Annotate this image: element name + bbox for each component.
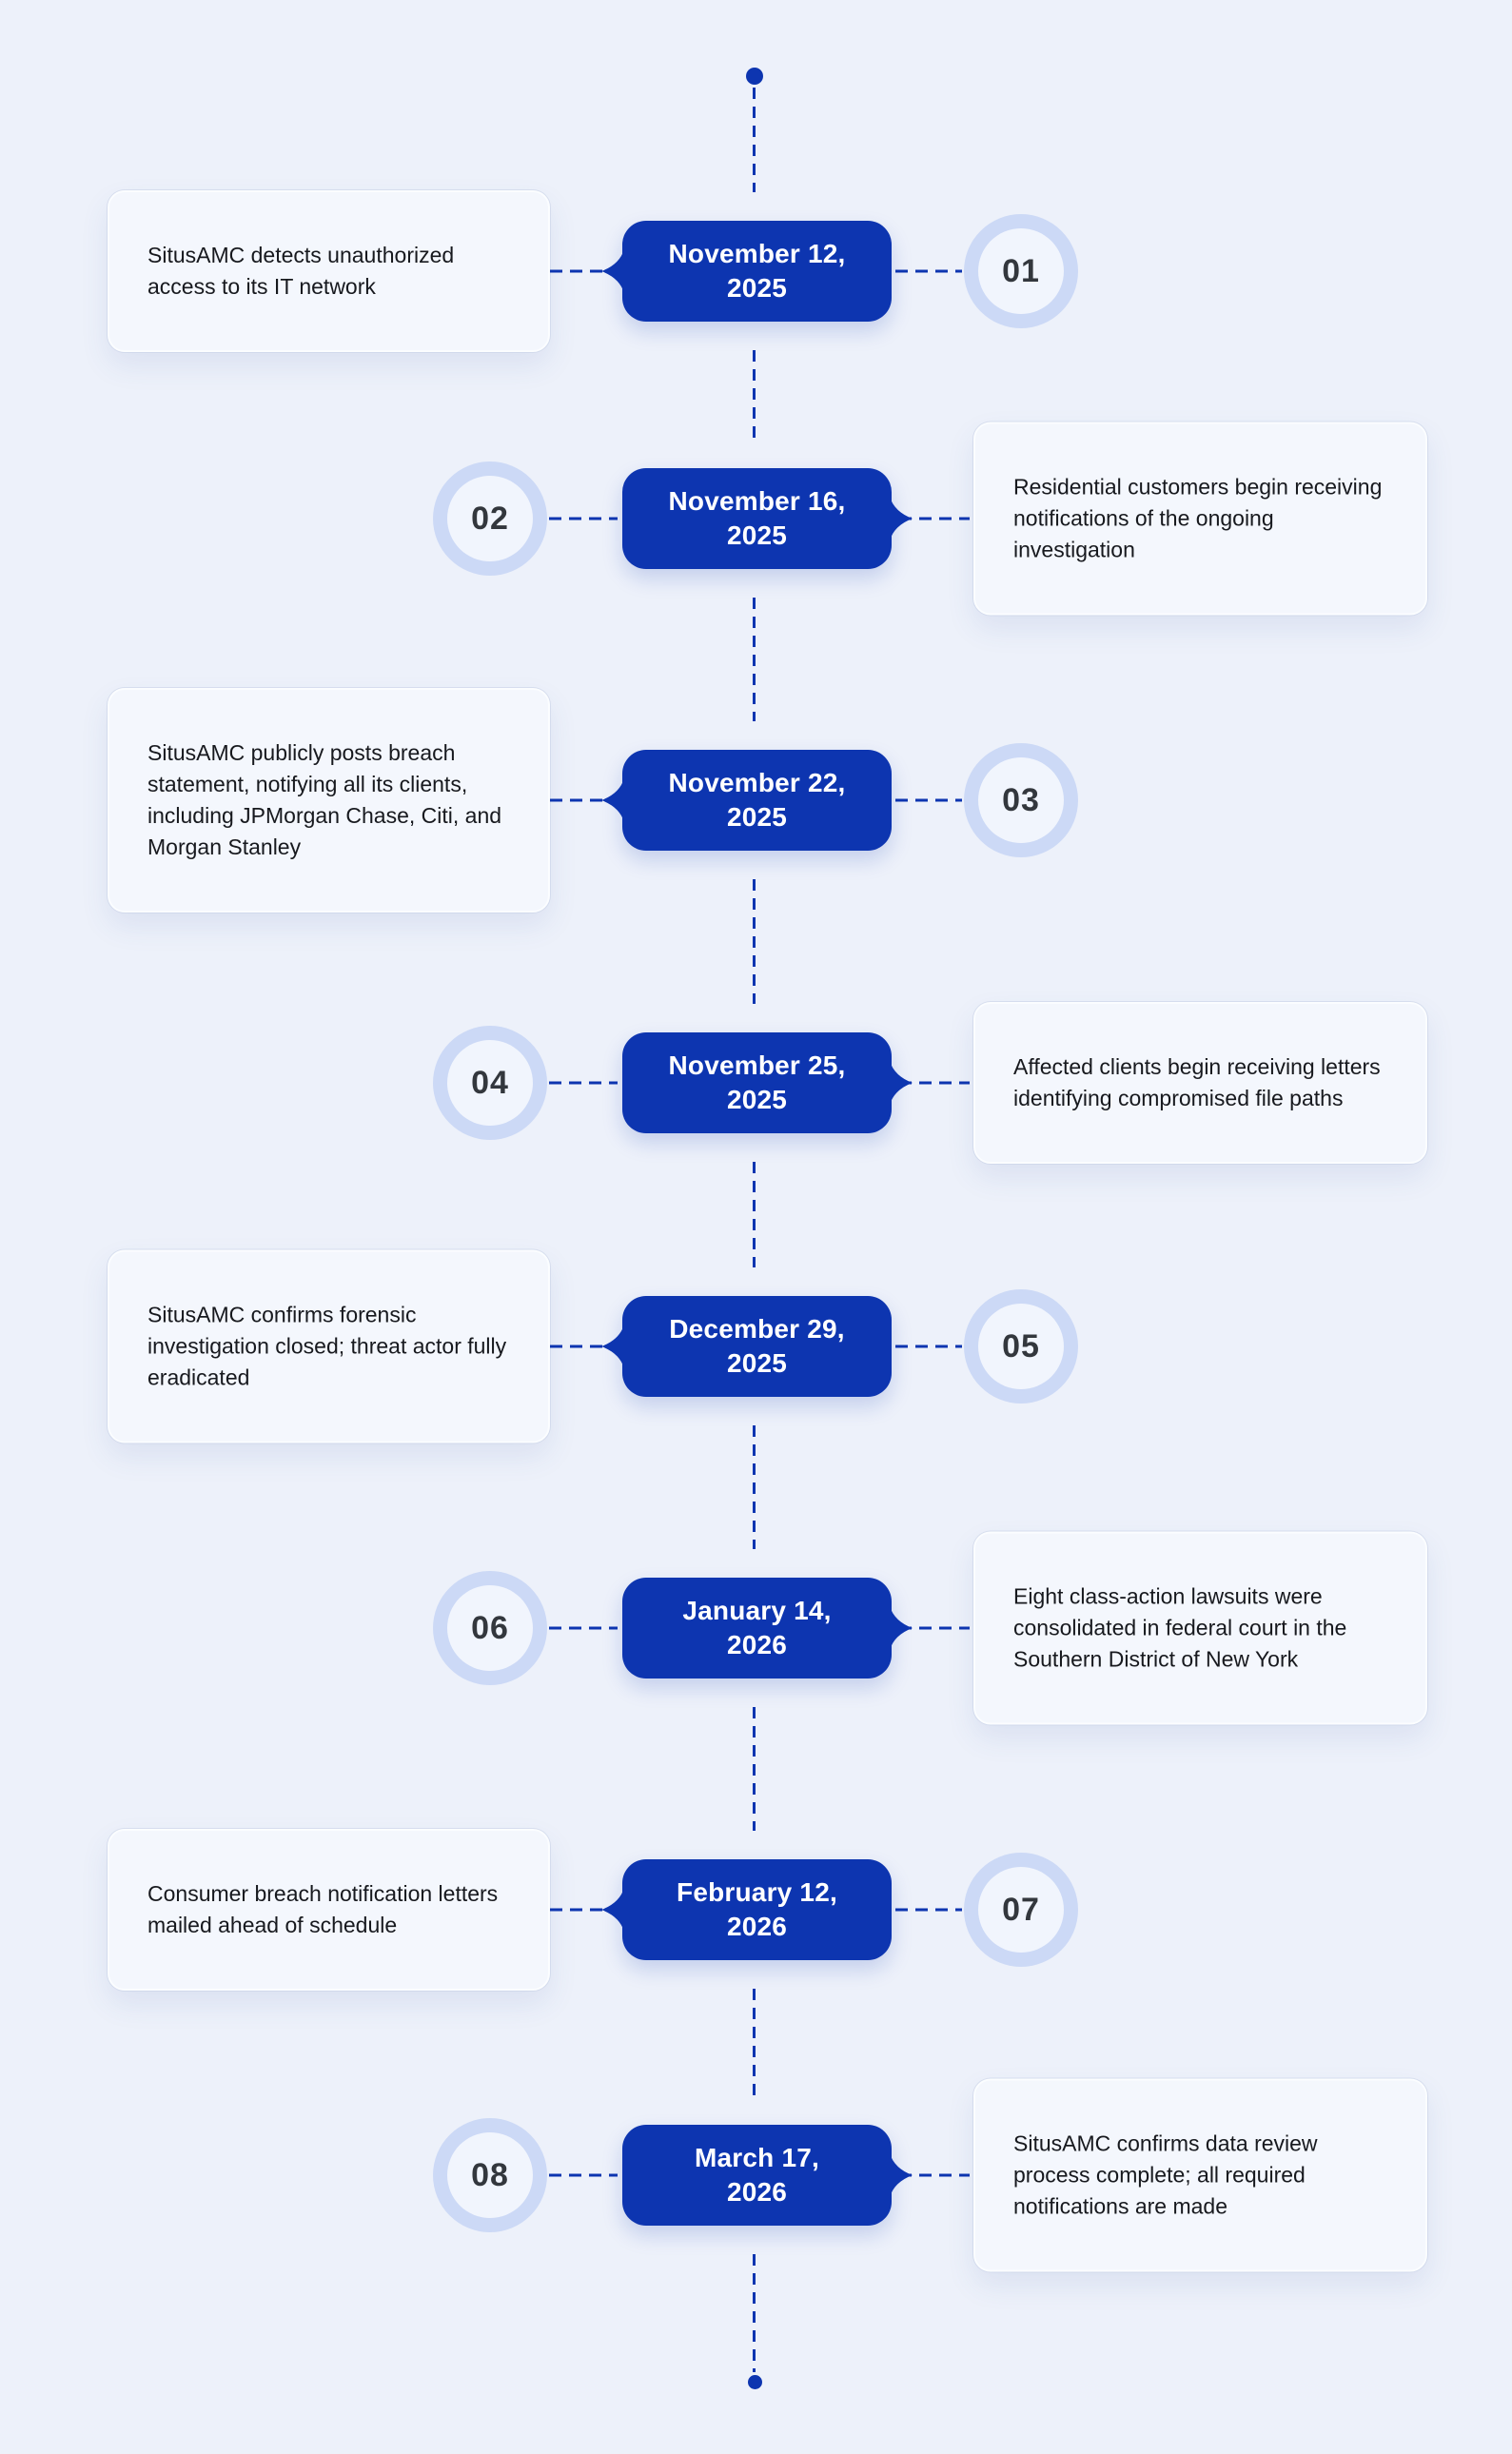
event-date-line1: December 29,: [669, 1314, 845, 1344]
connector-dash-line: [899, 1081, 970, 1085]
connector-dash-line: [549, 2173, 618, 2177]
pill-tail-icon: [601, 1888, 624, 1932]
step-number-inner: 06: [447, 1585, 533, 1671]
timeline-axis-segment: [753, 1425, 756, 1549]
timeline-axis-segment: [753, 2254, 756, 2372]
step-number-inner: 07: [978, 1867, 1064, 1953]
event-description-card: Eight class-action lawsuits were consoli…: [973, 1531, 1427, 1725]
connector-dash-line: [549, 1626, 618, 1630]
step-number-circle: 06: [433, 1571, 547, 1685]
event-date-pill: March 17, 2026: [622, 2125, 913, 2226]
event-date-line1: November 22,: [668, 768, 846, 797]
step-number-inner: 04: [447, 1040, 533, 1126]
event-date-line2: 2025: [726, 1348, 788, 1378]
connector-dash-line: [895, 1345, 962, 1348]
event-date-line2: 2026: [726, 2177, 788, 2207]
connector-dash-line: [549, 517, 618, 520]
event-date-pill: December 29, 2025: [601, 1296, 892, 1397]
pill-tail-icon: [890, 497, 913, 540]
step-number-inner: 03: [978, 757, 1064, 843]
pill-tail-icon: [890, 2153, 913, 2197]
event-description: Consumer breach notification letters mai…: [147, 1881, 499, 1937]
event-description-card: SitusAMC detects unauthorized access to …: [108, 190, 550, 352]
connector-dash-line: [550, 1345, 609, 1348]
step-number-circle: 04: [433, 1026, 547, 1140]
event-date-pill: February 12, 2026: [601, 1859, 892, 1960]
event-description-card: Residential customers begin receiving no…: [973, 422, 1427, 616]
event-description-card: SitusAMC publicly posts breach statement…: [108, 688, 550, 913]
event-date-line1: February 12,: [677, 1877, 837, 1907]
pill-tail-icon: [890, 1606, 913, 1650]
event-description-card: SitusAMC confirms data review process co…: [973, 2078, 1427, 2272]
step-number: 08: [471, 2156, 509, 2193]
step-number: 04: [471, 1064, 509, 1101]
step-number: 06: [471, 1609, 509, 1646]
step-number-circle: 02: [433, 461, 547, 576]
pill-tail-icon: [601, 1325, 624, 1368]
connector-dash-line: [895, 798, 962, 802]
step-number: 03: [1002, 781, 1040, 818]
pill-tail-icon: [890, 1061, 913, 1105]
connector-dash-line: [550, 269, 609, 273]
step-number: 01: [1002, 252, 1040, 289]
event-description-card: Affected clients begin receiving letters…: [973, 1002, 1427, 1164]
event-date-line2: 2025: [726, 1085, 788, 1114]
connector-dash-line: [895, 269, 962, 273]
timeline-start-dot: [746, 68, 763, 85]
event-date-line1: November 16,: [668, 486, 846, 516]
timeline-axis-segment: [753, 1707, 756, 1831]
event-date-pill: November 16, 2025: [622, 468, 913, 569]
event-date-line1: November 25,: [668, 1050, 846, 1080]
event-description: SitusAMC detects unauthorized access to …: [147, 243, 455, 299]
step-number-inner: 02: [447, 476, 533, 561]
timeline-end-dot: [748, 2375, 762, 2389]
step-number-circle: 08: [433, 2118, 547, 2232]
pill-tail-icon: [601, 778, 624, 822]
event-description: SitusAMC publicly posts breach statement…: [147, 740, 502, 859]
event-date-pill: November 25, 2025: [622, 1032, 913, 1133]
step-number-circle: 03: [964, 743, 1078, 857]
timeline-axis-segment: [753, 1162, 756, 1267]
step-number-inner: 08: [447, 2132, 533, 2218]
pill-tail-icon: [601, 249, 624, 293]
step-number-circle: 07: [964, 1853, 1078, 1967]
timeline-axis-segment: [753, 88, 756, 192]
event-description-card: SitusAMC confirms forensic investigation…: [108, 1249, 550, 1443]
timeline-axis-segment: [753, 1989, 756, 2096]
connector-dash-line: [895, 1908, 962, 1912]
event-date-line1: November 12,: [668, 239, 846, 268]
step-number-inner: 05: [978, 1304, 1064, 1389]
step-number-circle: 01: [964, 214, 1078, 328]
connector-dash-line: [550, 798, 609, 802]
event-description: SitusAMC confirms forensic investigation…: [147, 1302, 507, 1390]
connector-dash-line: [899, 1626, 970, 1630]
step-number: 05: [1002, 1327, 1040, 1364]
event-date-line2: 2025: [726, 273, 788, 303]
step-number: 07: [1002, 1891, 1040, 1928]
event-date-line2: 2025: [726, 520, 788, 550]
connector-dash-line: [550, 1908, 609, 1912]
connector-dash-line: [549, 1081, 618, 1085]
event-date-line1: January 14,: [682, 1596, 832, 1625]
step-number: 02: [471, 500, 509, 537]
event-description: Affected clients begin receiving letters…: [1013, 1054, 1381, 1110]
event-date-line2: 2026: [726, 1912, 788, 1941]
timeline-axis-segment: [753, 598, 756, 721]
event-description: Eight class-action lawsuits were consoli…: [1013, 1583, 1347, 1672]
event-date-line2: 2026: [726, 1630, 788, 1659]
event-date-pill: November 22, 2025: [601, 750, 892, 851]
event-date-line2: 2025: [726, 802, 788, 832]
connector-dash-line: [899, 2173, 970, 2177]
timeline-axis-segment: [753, 879, 756, 1004]
event-description: SitusAMC confirms data review process co…: [1013, 2130, 1318, 2219]
timeline-axis-segment: [753, 350, 756, 441]
event-date-pill: November 12, 2025: [601, 221, 892, 322]
event-date-pill: January 14, 2026: [622, 1578, 913, 1679]
connector-dash-line: [899, 517, 970, 520]
event-date-line1: March 17,: [695, 2143, 819, 2172]
event-description: Residential customers begin receiving no…: [1013, 474, 1383, 562]
event-description-card: Consumer breach notification letters mai…: [108, 1829, 550, 1991]
step-number-inner: 01: [978, 228, 1064, 314]
step-number-circle: 05: [964, 1289, 1078, 1404]
